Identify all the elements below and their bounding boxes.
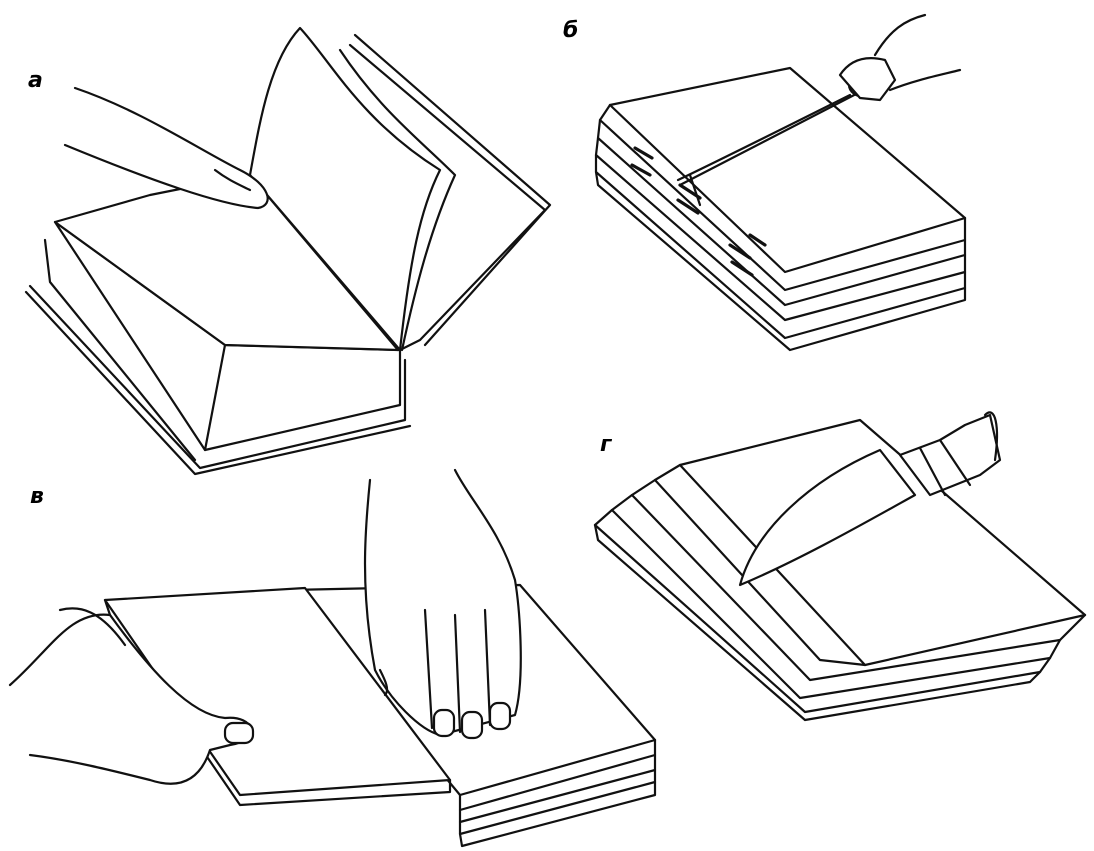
stack-layer-4 <box>458 780 657 848</box>
step-2 <box>630 478 1087 682</box>
stack-layer-2 <box>458 753 657 824</box>
handle-ring-2 <box>938 438 972 487</box>
finger-1 <box>423 608 434 730</box>
needle-grip <box>838 57 897 102</box>
thread-loop <box>688 173 702 207</box>
signature-layer-3 <box>594 136 967 322</box>
signature-layer-4 <box>594 153 967 340</box>
nail-3 <box>488 701 512 731</box>
cutting-drawing <box>593 411 1087 722</box>
needle <box>678 90 862 187</box>
signature-layer-5 <box>594 170 967 352</box>
left-thumb-nail <box>223 721 255 745</box>
right-thumb <box>378 668 389 697</box>
finger-2 <box>453 613 462 734</box>
illustration-cutting-signatures <box>580 400 1094 730</box>
panel-label-v: в <box>30 484 44 509</box>
handle-ring-1 <box>918 446 947 497</box>
illustration-open-book-with-hand <box>0 0 560 480</box>
text-block-side <box>43 238 197 462</box>
book-case-edge <box>24 290 412 476</box>
knife-blade <box>738 448 917 587</box>
page-curve <box>338 48 457 352</box>
handle-end <box>983 411 999 462</box>
hand-thumb <box>873 13 927 57</box>
book-case-right <box>348 43 547 352</box>
step-1 <box>653 463 867 667</box>
signature-layer-1 <box>598 103 967 292</box>
panel-label-g: г <box>600 432 612 457</box>
board-edge <box>103 598 452 807</box>
step-4 <box>593 508 1052 714</box>
nail-1 <box>432 708 456 738</box>
hand-finger <box>63 86 269 210</box>
illustration-pressing-signatures <box>0 460 680 851</box>
stack-layer-3 <box>458 768 657 836</box>
lifted-page <box>248 26 442 352</box>
book-case-bottom <box>28 284 407 470</box>
stack-layer-1 <box>458 738 657 812</box>
finger-nail <box>213 168 252 192</box>
step-3 <box>610 493 1062 700</box>
text-block-corner <box>203 343 227 452</box>
sewing-drawing <box>594 13 967 352</box>
hand-finger-lower <box>888 68 962 92</box>
pressing-drawing <box>8 468 657 848</box>
step-5 <box>593 523 1042 722</box>
book-case-right-outer <box>353 33 552 347</box>
spine-stitches <box>630 146 767 277</box>
panel-label-b: б <box>563 18 579 43</box>
illustration-sewing-signatures <box>560 0 1094 380</box>
open-book-drawing <box>24 26 552 476</box>
nail-2 <box>460 710 484 740</box>
finger-3 <box>483 608 492 727</box>
left-hand-fingers <box>58 607 127 647</box>
signature-layer-2 <box>596 118 967 307</box>
panel-label-a: а <box>28 68 43 93</box>
